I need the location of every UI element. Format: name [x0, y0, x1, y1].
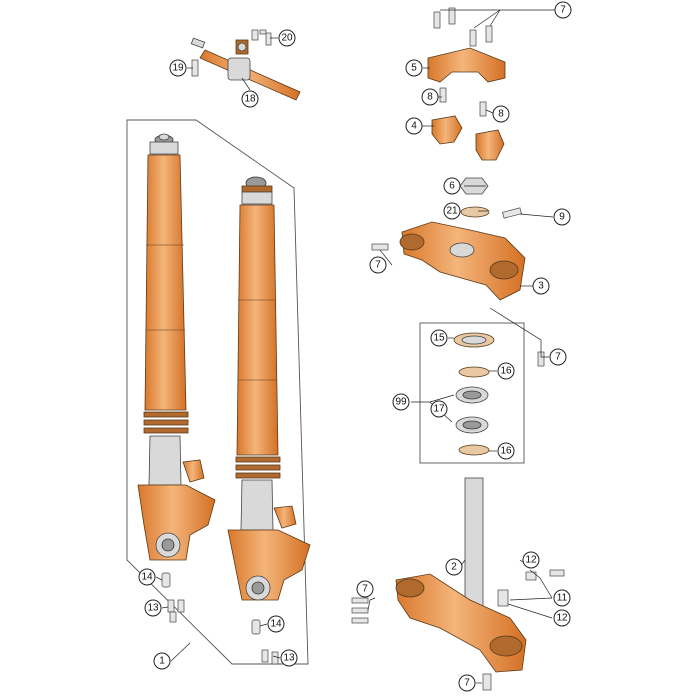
callout-14-left: 14	[138, 568, 156, 586]
callout-21: 21	[443, 202, 461, 220]
callout-4: 4	[405, 117, 423, 135]
callout-1: 1	[153, 652, 171, 670]
lower-handlebar-clamps	[431, 115, 505, 161]
svg-text:3: 3	[538, 281, 544, 292]
callout-7-right: 7	[549, 348, 567, 366]
callout-12-lower: 12	[553, 609, 571, 627]
svg-text:7: 7	[560, 5, 566, 16]
svg-text:17: 17	[433, 404, 445, 415]
callout-15: 15	[430, 329, 448, 347]
handlebar-clamp-bolts-top	[433, 7, 493, 47]
svg-text:11: 11	[557, 593, 568, 604]
svg-text:9: 9	[559, 212, 565, 223]
svg-text:1: 1	[159, 656, 165, 667]
callout-17: 17	[430, 400, 448, 418]
callout-20: 20	[278, 29, 296, 47]
callout-13-left: 13	[144, 599, 162, 617]
svg-text:12: 12	[525, 555, 537, 566]
svg-text:99: 99	[395, 397, 407, 408]
svg-text:18: 18	[244, 94, 256, 105]
callout-14-right: 14	[267, 615, 285, 633]
lower-clamp-bolts	[351, 569, 565, 691]
leader-lines	[155, 9, 555, 684]
svg-text:2: 2	[451, 562, 457, 573]
callout-12-upper: 12	[522, 551, 540, 569]
svg-text:19: 19	[172, 63, 184, 74]
right-fork-leg	[227, 176, 311, 601]
svg-text:7: 7	[464, 678, 470, 689]
fork-hardware-left	[161, 572, 185, 623]
clamp-bolts-mid	[439, 87, 487, 117]
washer	[460, 206, 490, 218]
callout-8-right: 8	[492, 105, 510, 123]
svg-text:20: 20	[281, 33, 293, 44]
svg-text:14: 14	[141, 572, 153, 583]
svg-text:4: 4	[411, 121, 417, 132]
callout-99: 99	[392, 393, 410, 411]
svg-text:7: 7	[555, 352, 561, 363]
callout-11: 11	[553, 589, 571, 607]
svg-text:15: 15	[433, 333, 445, 344]
steering-stem	[464, 477, 484, 609]
upper-triple-clamp	[401, 221, 526, 301]
left-fork-leg	[137, 133, 216, 561]
bearing-kit-frame	[419, 322, 525, 464]
callout-13-right: 13	[280, 649, 298, 667]
svg-text:14: 14	[270, 619, 282, 630]
svg-text:6: 6	[449, 181, 455, 192]
svg-text:16: 16	[500, 366, 512, 377]
callout-9: 9	[553, 208, 571, 226]
svg-text:21: 21	[446, 206, 458, 217]
callout-6: 6	[443, 177, 461, 195]
svg-text:5: 5	[411, 63, 417, 74]
svg-text:13: 13	[147, 603, 159, 614]
callout-5: 5	[405, 59, 423, 77]
callout-7-lower-clamp: 7	[356, 580, 374, 598]
clamp-bolt-9	[502, 207, 522, 219]
bearing-kit	[453, 332, 495, 456]
callout-8-left: 8	[421, 88, 439, 106]
callout-16-lower: 16	[497, 442, 515, 460]
callout-2: 2	[445, 558, 463, 576]
svg-text:7: 7	[375, 260, 381, 271]
svg-text:16: 16	[500, 446, 512, 457]
callout-7-top-bolts: 7	[554, 1, 572, 19]
svg-text:8: 8	[498, 109, 504, 120]
svg-text:12: 12	[556, 613, 568, 624]
callout-16-upper: 16	[497, 362, 515, 380]
clamp-bolt-7-left	[371, 243, 389, 251]
callout-7-upper-clamp: 7	[369, 256, 387, 274]
svg-text:13: 13	[283, 653, 295, 664]
fork-hardware-right	[251, 619, 279, 665]
callout-7-bottom: 7	[458, 674, 476, 692]
callout-18: 18	[241, 90, 259, 108]
svg-text:8: 8	[427, 92, 433, 103]
callout-19: 19	[169, 59, 187, 77]
callout-3: 3	[532, 277, 550, 295]
steering-damper	[190, 29, 301, 101]
upper-handlebar-clamp	[427, 47, 506, 83]
fork-assembly-frame	[126, 119, 309, 665]
svg-text:7: 7	[362, 584, 368, 595]
